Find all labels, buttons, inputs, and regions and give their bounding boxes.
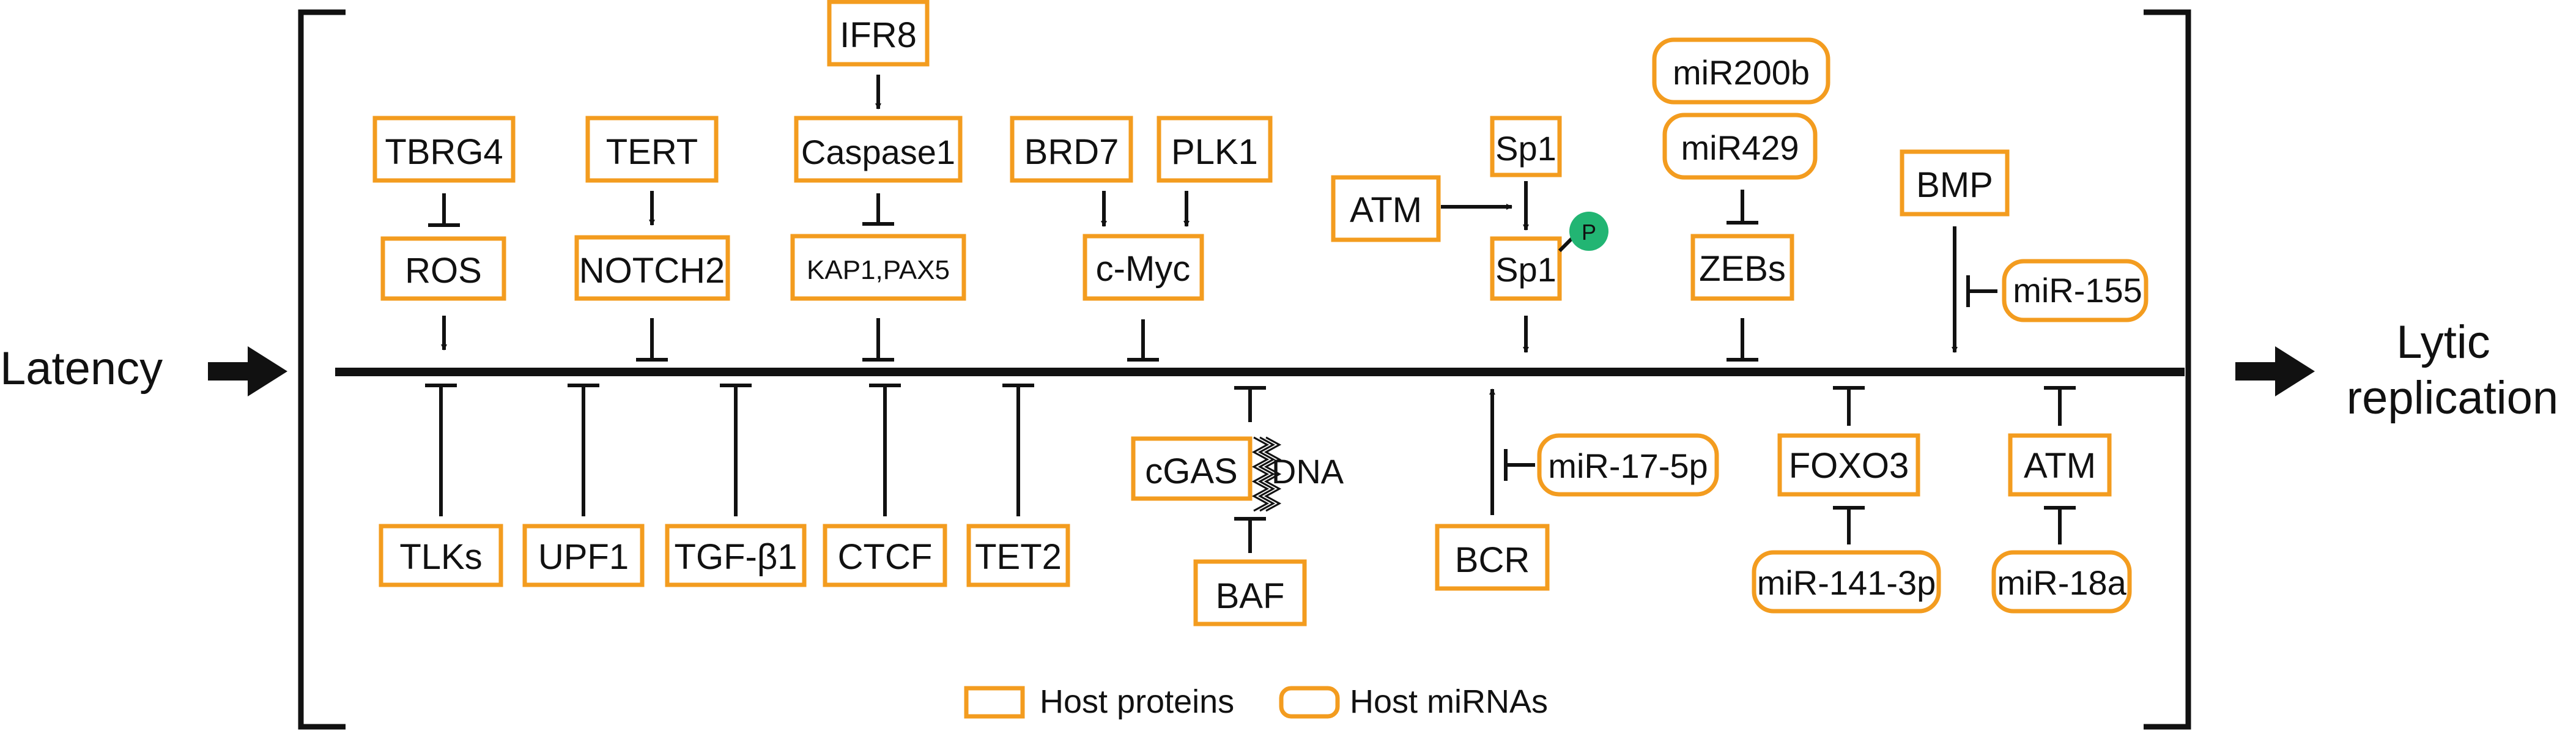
latency-arrow (208, 346, 287, 396)
brd7-label: BRD7 (1024, 132, 1119, 172)
tert-box (585, 116, 719, 183)
mir18a-box (1991, 550, 2132, 614)
brd7-box (1010, 116, 1133, 183)
tlks-box (379, 524, 503, 587)
bmp-label: BMP (1916, 165, 1993, 205)
latency-label: Latency (0, 343, 163, 395)
lytic-arrow (2235, 346, 2315, 396)
ifr8-label: IFR8 (840, 15, 917, 55)
mir155-label: miR-155 (2013, 271, 2142, 310)
caspase1-box (794, 116, 963, 183)
foxo3-box (1777, 433, 1920, 497)
upper-boxes (372, 0, 2149, 322)
foxo3-label: FOXO3 (1789, 446, 1909, 486)
ros-label: ROS (405, 251, 482, 291)
legend-protein-label: Host proteins (1040, 683, 1234, 720)
atm-lower-box (2008, 433, 2112, 497)
tbrg4-box (372, 116, 516, 183)
atm-upper-box (1331, 175, 1441, 242)
baf-box (1193, 559, 1307, 626)
bcr-label: BCR (1455, 540, 1530, 580)
mir141-3p-box (1752, 550, 1941, 614)
upf1-box (522, 524, 645, 587)
tgfb1-label: TGF-β1 (675, 537, 798, 577)
cgas-label: cGAS (1145, 451, 1238, 491)
plk1-label: PLK1 (1171, 132, 1258, 172)
mir17-5p-box (1537, 433, 1719, 497)
mir17-5p-label: miR-17-5p (1548, 447, 1708, 485)
sp1-bottom-box (1490, 236, 1562, 301)
lytic-label: Lytic (2396, 316, 2490, 368)
caspase1-label: Caspase1 (801, 133, 955, 171)
phospho-label: P (1582, 220, 1596, 245)
legend-protein-swatch (964, 686, 1025, 719)
sp1-top-label: Sp1 (1495, 129, 1556, 168)
mir155-box (2002, 259, 2149, 322)
tbrg4-label: TBRG4 (385, 132, 503, 172)
mir200b-box (1652, 37, 1830, 105)
lower-connectors (425, 384, 2076, 553)
ctcf-label: CTCF (838, 537, 933, 577)
kap1-pax5-box (790, 234, 966, 301)
kap1-pax5-label: KAP1,PAX5 (807, 255, 950, 285)
cgas-box (1131, 436, 1253, 501)
right-bracket (2144, 9, 2191, 730)
dna-strand-icon (1251, 436, 1282, 512)
baf-label: BAF (1216, 576, 1285, 616)
cmyc-label: c-Myc (1096, 249, 1191, 289)
phospho-link (1558, 236, 1575, 253)
mir18a-label: miR-18a (1997, 563, 2126, 602)
upf1-label: UPF1 (538, 537, 629, 577)
plk1-box (1157, 116, 1273, 183)
sp1-top-box (1490, 116, 1562, 177)
zebs-box (1690, 234, 1794, 301)
tert-label: TERT (606, 132, 698, 172)
lower-labels: TLKs UPF1 TGF-β1 CTCF TET2 cGAS DNA BAF … (399, 446, 2126, 616)
notch2-label: NOTCH2 (579, 251, 725, 291)
mir141-3p-label: miR-141-3p (1757, 563, 1936, 602)
legend-mirna-swatch (1279, 686, 1340, 719)
mir429-label: miR429 (1681, 128, 1799, 167)
atm-upper-label: ATM (1350, 190, 1422, 230)
tet2-box (966, 524, 1070, 587)
left-bracket (298, 9, 346, 730)
upper-connectors (428, 75, 1997, 362)
ros-box (380, 236, 506, 301)
cmyc-box (1083, 234, 1204, 301)
tgfb1-box (665, 524, 807, 587)
phospho-circle (1569, 212, 1608, 251)
dna-label: DNA (1271, 452, 1344, 491)
legend-mirna-label: Host miRNAs (1350, 683, 1548, 720)
tlks-label: TLKs (399, 537, 482, 577)
lower-boxes (379, 433, 2132, 626)
notch2-box (574, 235, 730, 301)
mir429-box (1662, 113, 1818, 180)
ifr8-box (827, 0, 930, 67)
bcr-box (1435, 524, 1550, 591)
atm-lower-label: ATM (2024, 446, 2096, 486)
sp1-bottom-label: Sp1 (1495, 250, 1556, 289)
bmp-box (1900, 149, 2010, 217)
zebs-label: ZEBs (1699, 249, 1786, 289)
ctcf-box (823, 524, 947, 587)
upper-labels: TBRG4 ROS TERT NOTCH2 IFR8 Caspase1 KAP1… (385, 15, 2142, 310)
legend: Host proteins Host miRNAs (964, 683, 1548, 720)
replication-label: replication (2347, 372, 2558, 424)
mir200b-label: miR200b (1673, 53, 1810, 92)
tet2-label: TET2 (975, 537, 1062, 577)
